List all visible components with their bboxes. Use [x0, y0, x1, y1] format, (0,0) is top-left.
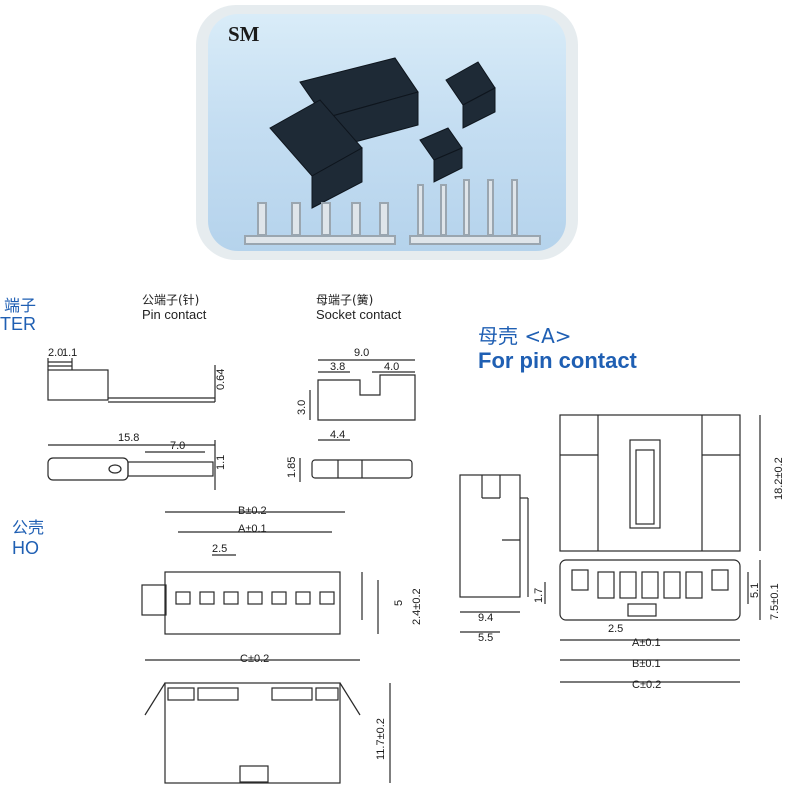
housing-b-dim-pitch: 2.5 — [212, 543, 227, 555]
pin-strip-left — [244, 235, 396, 245]
socket-dim-height: 3.0 — [296, 400, 308, 415]
socket-contact-title-cn: 母端子(簧) — [316, 293, 374, 307]
housing-a-dim-h2: 7.5±0.1 — [769, 583, 781, 620]
housing-a-dim-h1: 5.1 — [749, 583, 761, 598]
pin-dim-height: 0.64 — [215, 369, 227, 390]
housing-a-dim-w2: 5.5 — [478, 632, 493, 644]
housing-a-dim-c: C±0.2 — [632, 679, 661, 691]
housing-b-dim-h1: 5 — [393, 600, 405, 606]
housing-a-dim-b: B±0.1 — [632, 658, 661, 670]
housing-a-dim-a: A±0.1 — [632, 637, 661, 649]
housing-a-top-view — [559, 414, 761, 552]
terminal-label-en: TER — [0, 314, 36, 334]
pin-dim-length: 15.8 — [118, 432, 139, 444]
pin-contact-title-cn: 公端子(针) — [142, 293, 200, 307]
photo-label: SM — [228, 22, 260, 46]
housing-a-title-cn: 母壳 <A> — [478, 324, 572, 348]
small-housing-top-front — [462, 87, 496, 129]
socket-dim-right: 4.0 — [384, 361, 399, 373]
pin-contact-drawing — [47, 358, 216, 490]
pin-strip-right — [409, 235, 541, 245]
small-housing-bottom-front — [433, 147, 463, 183]
housing-label-en: HO — [12, 538, 39, 558]
socket-contact-title-en: Socket contact — [316, 307, 402, 322]
housing-label-cn: 公壳 — [12, 518, 45, 537]
housing-b-dim-h2: 2.4±0.2 — [411, 588, 423, 625]
housing-b-dim-height: 11.7±0.2 — [375, 718, 387, 760]
pin-dim-body: 7.0 — [170, 440, 185, 452]
housing-b-dim-c: C±0.2 — [240, 653, 269, 665]
terminal-label-cn: 端子 — [4, 296, 37, 315]
socket-contact-drawing — [299, 359, 416, 482]
socket-dim-dia: 1.85 — [286, 457, 298, 478]
pin-dim-dia: 1.1 — [215, 455, 227, 470]
socket-dim-left: 3.8 — [330, 361, 345, 373]
housing-a-dim-pitch: 2.5 — [608, 623, 623, 635]
housing-a-side-view — [459, 474, 529, 633]
housing-a-front-view — [544, 559, 761, 683]
socket-dim-base: 4.4 — [330, 429, 345, 441]
large-housing-bottom-front — [311, 147, 363, 209]
housing-a-dim-w1: 9.4 — [478, 612, 493, 624]
housing-b-dim-b: B±0.2 — [238, 505, 267, 517]
housing-a-title-en: For pin contact — [478, 348, 637, 373]
pin-dim-tip: 2.0 — [48, 347, 63, 359]
housing-a-dim-height: 18.2±0.2 — [773, 457, 785, 500]
housing-b-front-view — [141, 511, 379, 635]
housing-b-top-view — [144, 659, 391, 784]
housing-a-dim-side-h: 1.7 — [533, 588, 545, 603]
socket-dim-overall: 9.0 — [354, 347, 369, 359]
pin-dim-tip2: 1.1 — [62, 347, 77, 359]
pin-contact-title-en: Pin contact — [142, 307, 207, 322]
housing-b-dim-a: A±0.1 — [238, 523, 267, 535]
